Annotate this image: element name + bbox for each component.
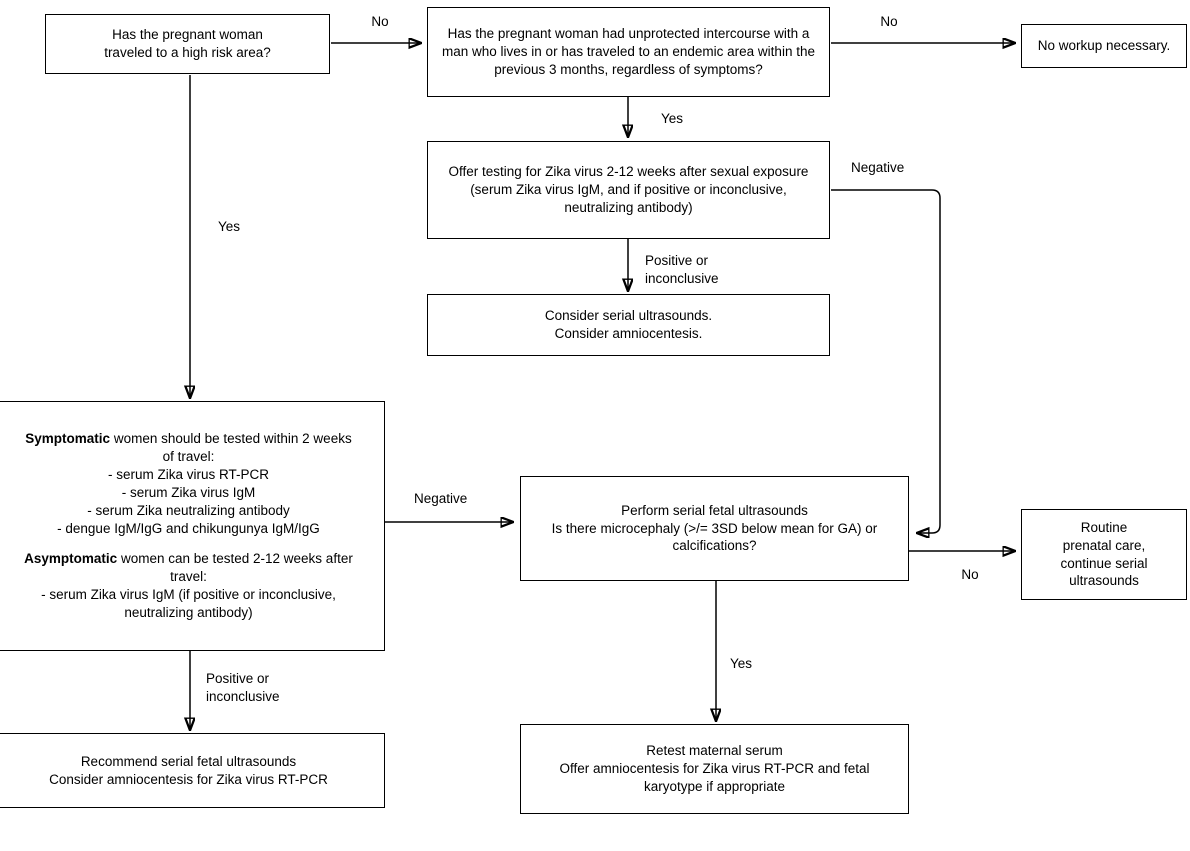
node-routine-care-label: Routine prenatal care, continue serial u… [1060,519,1148,589]
node-intercourse-question-label: Has the pregnant woman had unprotected i… [442,26,815,77]
symptomatic-lead: Symptomatic [25,430,111,446]
node-no-workup-label: No workup necessary. [1037,38,1171,54]
edge-label-yes-travel: Yes [217,219,241,234]
node-symptomatic-block: Symptomatic women should be tested withi… [1,430,376,623]
edge-label-no-ultrasound: No [961,567,979,582]
symptomatic-rest: women should be tested within 2 weeks of… [57,430,352,536]
node-offer-testing-label: Offer testing for Zika virus 2-12 weeks … [448,164,809,215]
block-spacer [1,537,376,550]
asymptomatic-lead: Asymptomatic [24,551,118,567]
node-perform-serial-label: Perform serial fetal ultrasounds Is ther… [551,502,878,554]
node-recommend-serial-label: Recommend serial fetal ultrasounds Consi… [49,753,328,787]
node-symptomatic-asymptomatic-testing[interactable]: Symptomatic women should be tested withi… [0,401,385,651]
edge-label-positive-inconclusive-bottom: Positive or inconclusive [206,671,280,704]
edge-label-no-top: No [371,14,389,29]
node-travel-question[interactable]: Has the pregnant woman traveled to a hig… [45,14,330,74]
node-travel-question-label: Has the pregnant woman traveled to a hig… [104,27,271,60]
edge-label-yes-intercourse: Yes [660,111,684,126]
asymptomatic-rest: women can be tested 2-12 weeks after tra… [41,551,353,621]
edge-label-yes-microcephaly: Yes [730,656,753,671]
edge-label-negative-left: Negative [414,491,468,506]
node-offer-testing[interactable]: Offer testing for Zika virus 2-12 weeks … [427,141,830,239]
edge-label-positive-inconclusive-top: Positive or inconclusive [645,253,719,286]
node-retest-maternal-serum[interactable]: Retest maternal serum Offer amniocentesi… [520,724,909,814]
edge-label-negative-right: Negative [851,160,905,175]
node-intercourse-question[interactable]: Has the pregnant woman had unprotected i… [427,7,830,97]
node-no-workup[interactable]: No workup necessary. [1021,24,1187,68]
edge-label-no-right-top: No [880,14,898,29]
node-consider-serial-label: Consider serial ultrasounds. Consider am… [544,308,713,341]
node-retest-serum-label: Retest maternal serum Offer amniocentesi… [559,743,870,794]
node-recommend-serial-fetal-ultrasounds[interactable]: Recommend serial fetal ultrasounds Consi… [0,733,385,808]
node-routine-prenatal-care[interactable]: Routine prenatal care, continue serial u… [1021,509,1187,600]
node-consider-serial-ultrasounds[interactable]: Consider serial ultrasounds. Consider am… [427,294,830,356]
node-perform-serial-fetal-ultrasounds[interactable]: Perform serial fetal ultrasounds Is ther… [520,476,909,581]
